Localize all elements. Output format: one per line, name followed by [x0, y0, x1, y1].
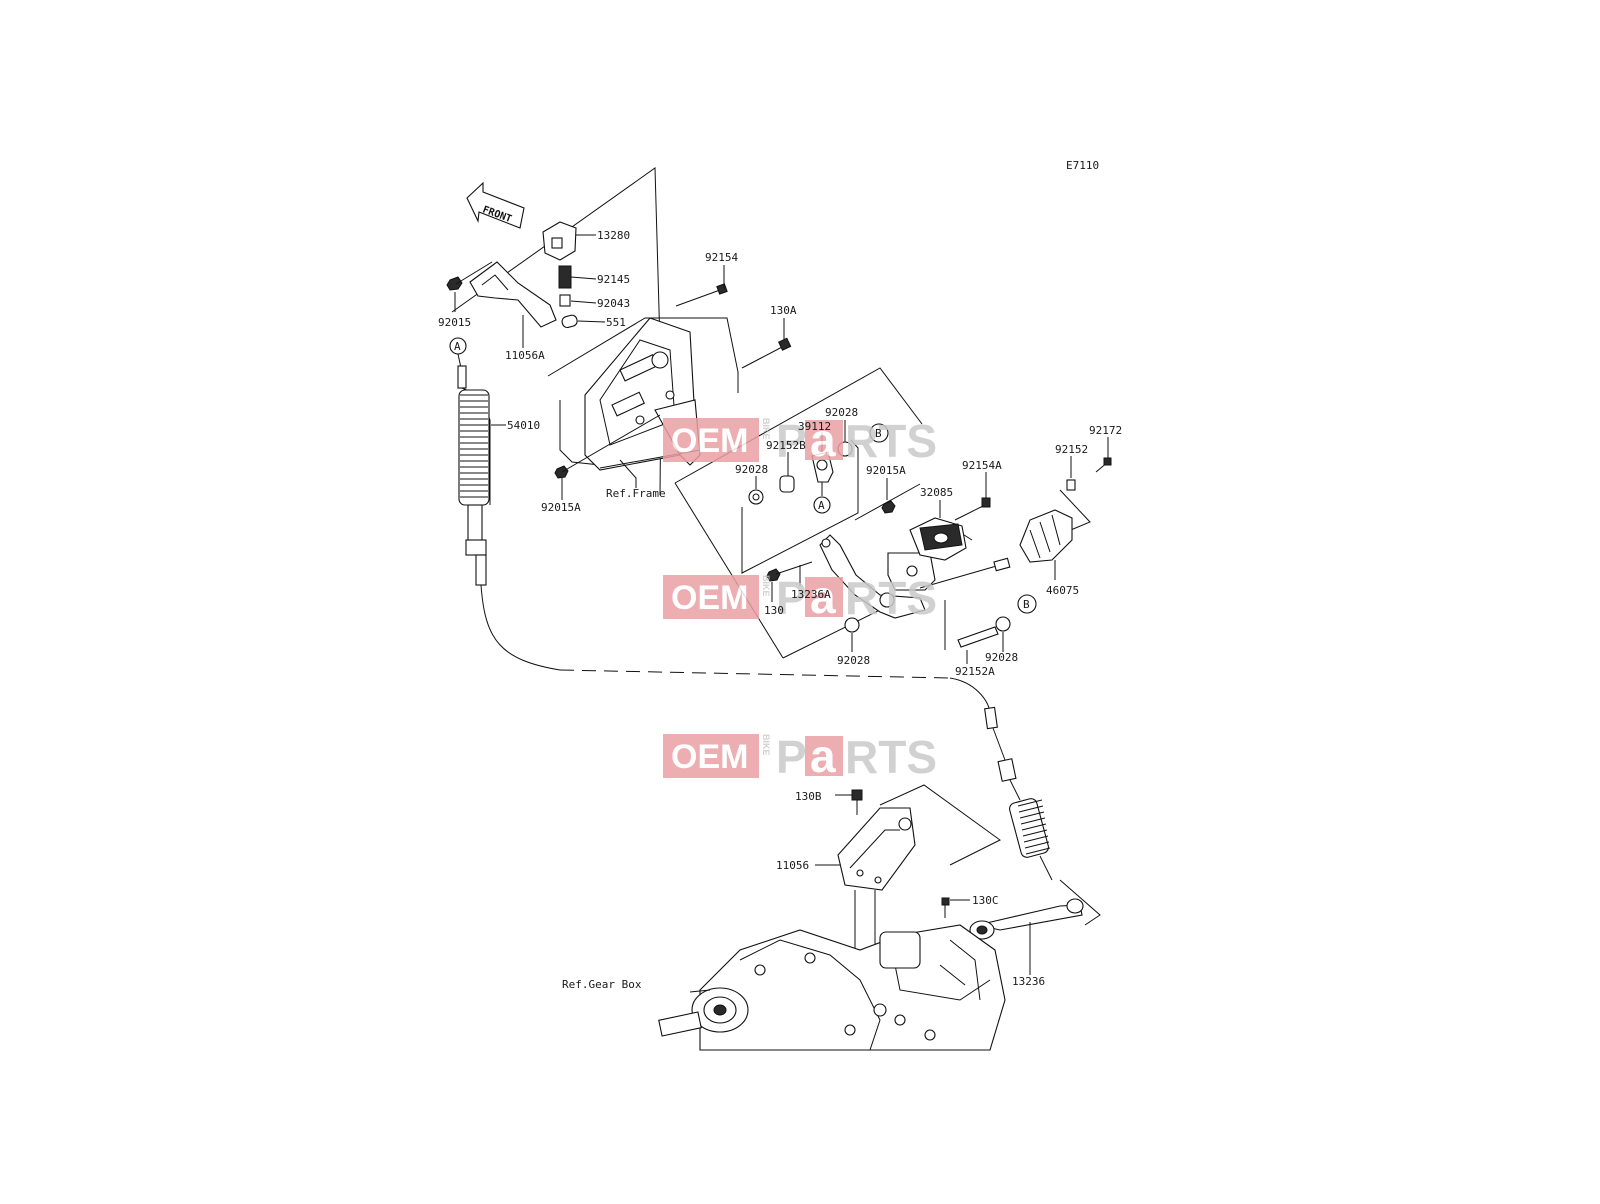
pin-92152	[1066, 456, 1076, 491]
gear-box	[658, 924, 1006, 1051]
cap-551	[561, 314, 606, 329]
nut-92015a-mid	[881, 478, 896, 514]
bolt-92154	[675, 265, 728, 307]
part-label-92028-left: 92028	[735, 463, 768, 476]
callout-a-top: A	[454, 340, 461, 353]
lever-13236	[969, 879, 1101, 975]
pin-92152b	[779, 452, 795, 493]
part-label-13280: 13280	[597, 229, 630, 242]
collar-92028-left	[748, 476, 764, 505]
watermark-a-text: a	[810, 414, 836, 466]
callout-b-right: B	[1023, 598, 1030, 611]
lever-13236a	[799, 534, 1011, 619]
nut-92015a-left	[554, 414, 661, 500]
watermark-2: OEM BIKE P a RTS	[663, 571, 937, 624]
cable-54010	[449, 337, 991, 713]
part-label-92154: 92154	[705, 251, 738, 264]
part-label-92015a-left: 92015A	[541, 501, 581, 514]
watermark-bike-text: BIKE	[761, 418, 771, 440]
watermark-oem-text: OEM	[671, 738, 748, 776]
watermark-p-text: P	[776, 415, 807, 467]
collar-92028-right	[995, 594, 1037, 652]
part-label-92028-right: 92028	[985, 651, 1018, 664]
watermark-p-text: P	[776, 731, 807, 783]
watermark-p-text: P	[776, 572, 807, 624]
part-label-92152b: 92152B	[766, 439, 806, 452]
part-label-54010: 54010	[507, 419, 540, 432]
part-label-551: 551	[606, 316, 626, 329]
switch-13280	[542, 221, 596, 261]
watermark-oem-box-3	[663, 734, 759, 778]
part-label-39112: 39112	[798, 420, 831, 433]
part-label-92015a-mid: 92015A	[866, 464, 906, 477]
ref-gear-box-label: Ref.Gear Box	[562, 978, 642, 991]
part-label-32085: 32085	[920, 486, 953, 499]
part-label-92152a: 92152A	[955, 665, 995, 678]
part-label-92043: 92043	[597, 297, 630, 310]
part-label-92028-bottom: 92028	[837, 654, 870, 667]
part-label-13236: 13236	[1012, 975, 1045, 988]
part-label-92015: 92015	[438, 316, 471, 329]
bracket-11056	[815, 784, 1001, 960]
part-label-92145: 92145	[597, 273, 630, 286]
watermark-3: OEM BIKE P a RTS	[663, 730, 937, 783]
part-label-92152: 92152	[1055, 443, 1088, 456]
part-label-13236a: 13236A	[791, 588, 831, 601]
collar-92028-bottom	[844, 617, 860, 652]
part-label-130c: 130C	[972, 894, 999, 907]
cover-11056a	[446, 261, 557, 348]
front-arrow-icon: FRONT	[466, 181, 525, 229]
watermark-a-box-3	[805, 736, 843, 776]
watermark-oem-box-1	[663, 418, 759, 462]
watermark-bike-text: BIKE	[761, 575, 771, 597]
callout-b-circle	[869, 423, 889, 443]
watermark-oem-box-2	[663, 575, 759, 619]
watermark-rts-text: RTS	[845, 572, 937, 624]
watermark-oem-text: OEM	[671, 422, 748, 460]
watermark-a-text: a	[810, 571, 836, 623]
bolt-130a	[741, 318, 792, 369]
boot-32085	[909, 500, 967, 561]
pin-92152a	[957, 626, 999, 664]
watermark-a-box-1	[805, 420, 843, 460]
watermark-a-text: a	[810, 730, 836, 782]
diagram-code: E7110	[1066, 159, 1099, 172]
watermark-bike-text: BIKE	[761, 734, 771, 756]
part-label-46075: 46075	[1046, 584, 1079, 597]
callout-b-top: B	[875, 427, 882, 440]
watermark-oem-text: OEM	[671, 579, 748, 617]
part-label-130a: 130A	[770, 304, 797, 317]
callout-a-mid: A	[818, 499, 825, 512]
part-label-92028-top: 92028	[825, 406, 858, 419]
part-label-11056: 11056	[776, 859, 809, 872]
ref-frame-label: Ref.Frame	[606, 487, 666, 500]
screw-92154a	[954, 472, 991, 521]
part-label-92172: 92172	[1089, 424, 1122, 437]
screw-92172	[1095, 437, 1112, 473]
bolt-130c	[941, 897, 970, 918]
plunger-92043	[559, 294, 597, 307]
watermark-rts-text: RTS	[845, 731, 937, 783]
watermark-a-box-2	[805, 577, 843, 617]
part-label-130b: 130B	[795, 790, 822, 803]
watermark-rts-text: RTS	[845, 415, 937, 467]
bolt-130b	[835, 789, 863, 815]
watermark-1: OEM BIKE P a RTS	[663, 414, 937, 467]
knob-46075	[1019, 509, 1073, 580]
cable-54010-lower-end	[984, 706, 1053, 881]
bolt-130	[766, 561, 813, 602]
spring-92145	[558, 265, 597, 289]
part-label-11056a: 11056A	[505, 349, 545, 362]
part-label-130: 130	[764, 604, 784, 617]
part-label-92154a: 92154A	[962, 459, 1002, 472]
